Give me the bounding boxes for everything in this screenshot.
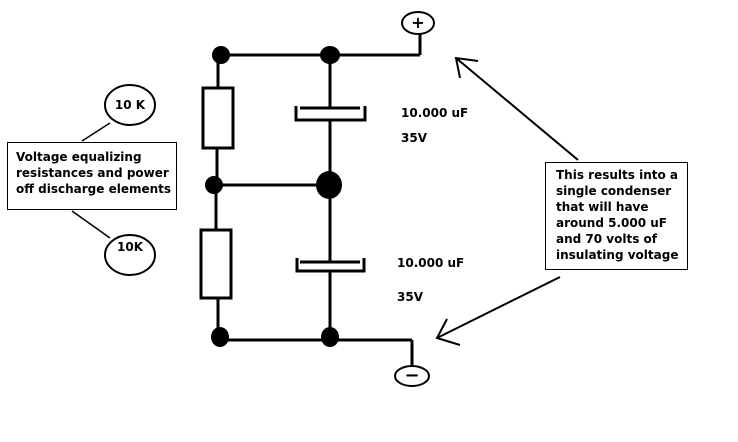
resistor-top-label: 10 K: [114, 98, 146, 112]
resistor-top-callout-oval: [104, 84, 156, 126]
capacitor-top-value: 10.000 uF: [401, 106, 469, 120]
junction-dot-mid-left: [205, 176, 223, 194]
callout-line-top: [81, 122, 111, 142]
resistor-bottom: [199, 228, 233, 300]
junction-dot-top-left: [212, 46, 230, 64]
arrow-to-negative-head: [435, 318, 461, 346]
junction-dot-bottom-right: [321, 327, 339, 347]
left-note-line: off discharge elements: [16, 182, 172, 196]
negative-terminal: [394, 365, 430, 387]
resistor-bottom-callout-oval: [104, 234, 156, 276]
right-note-line: around 5.000 uF: [556, 216, 667, 230]
positive-terminal-symbol: +: [411, 13, 425, 32]
junction-dot-bottom-left: [211, 327, 229, 347]
right-note-line: and 70 volts of: [556, 232, 657, 246]
arrow-to-negative-shaft: [436, 276, 561, 339]
right-note-line: single condenser: [556, 184, 672, 198]
capacitor-bottom-voltage: 35V: [397, 290, 423, 304]
left-note-box: Voltage equalizing resistances and power…: [7, 142, 177, 210]
junction-dot-mid-right: [316, 171, 342, 199]
capacitor-top-voltage: 35V: [401, 131, 427, 145]
right-note-line: that will have: [556, 200, 649, 214]
callout-line-bottom: [71, 210, 111, 239]
positive-terminal: [401, 11, 435, 35]
left-note-line: Voltage equalizing: [16, 150, 142, 164]
left-note-line: resistances and power: [16, 166, 169, 180]
resistor-bottom-label: 10K: [117, 240, 143, 254]
negative-terminal-symbol: −: [404, 365, 420, 386]
arrow-to-positive-shaft: [455, 57, 579, 161]
right-note-box: This results into a single condenser tha…: [545, 162, 688, 270]
junction-dot-top-right: [320, 46, 340, 64]
arrow-to-positive-head: [454, 56, 479, 79]
right-note-line: This results into a: [556, 168, 678, 182]
capacitor-bottom-value: 10.000 uF: [397, 256, 465, 270]
resistor-top: [201, 86, 235, 150]
right-note-line: insulating voltage: [556, 248, 679, 262]
